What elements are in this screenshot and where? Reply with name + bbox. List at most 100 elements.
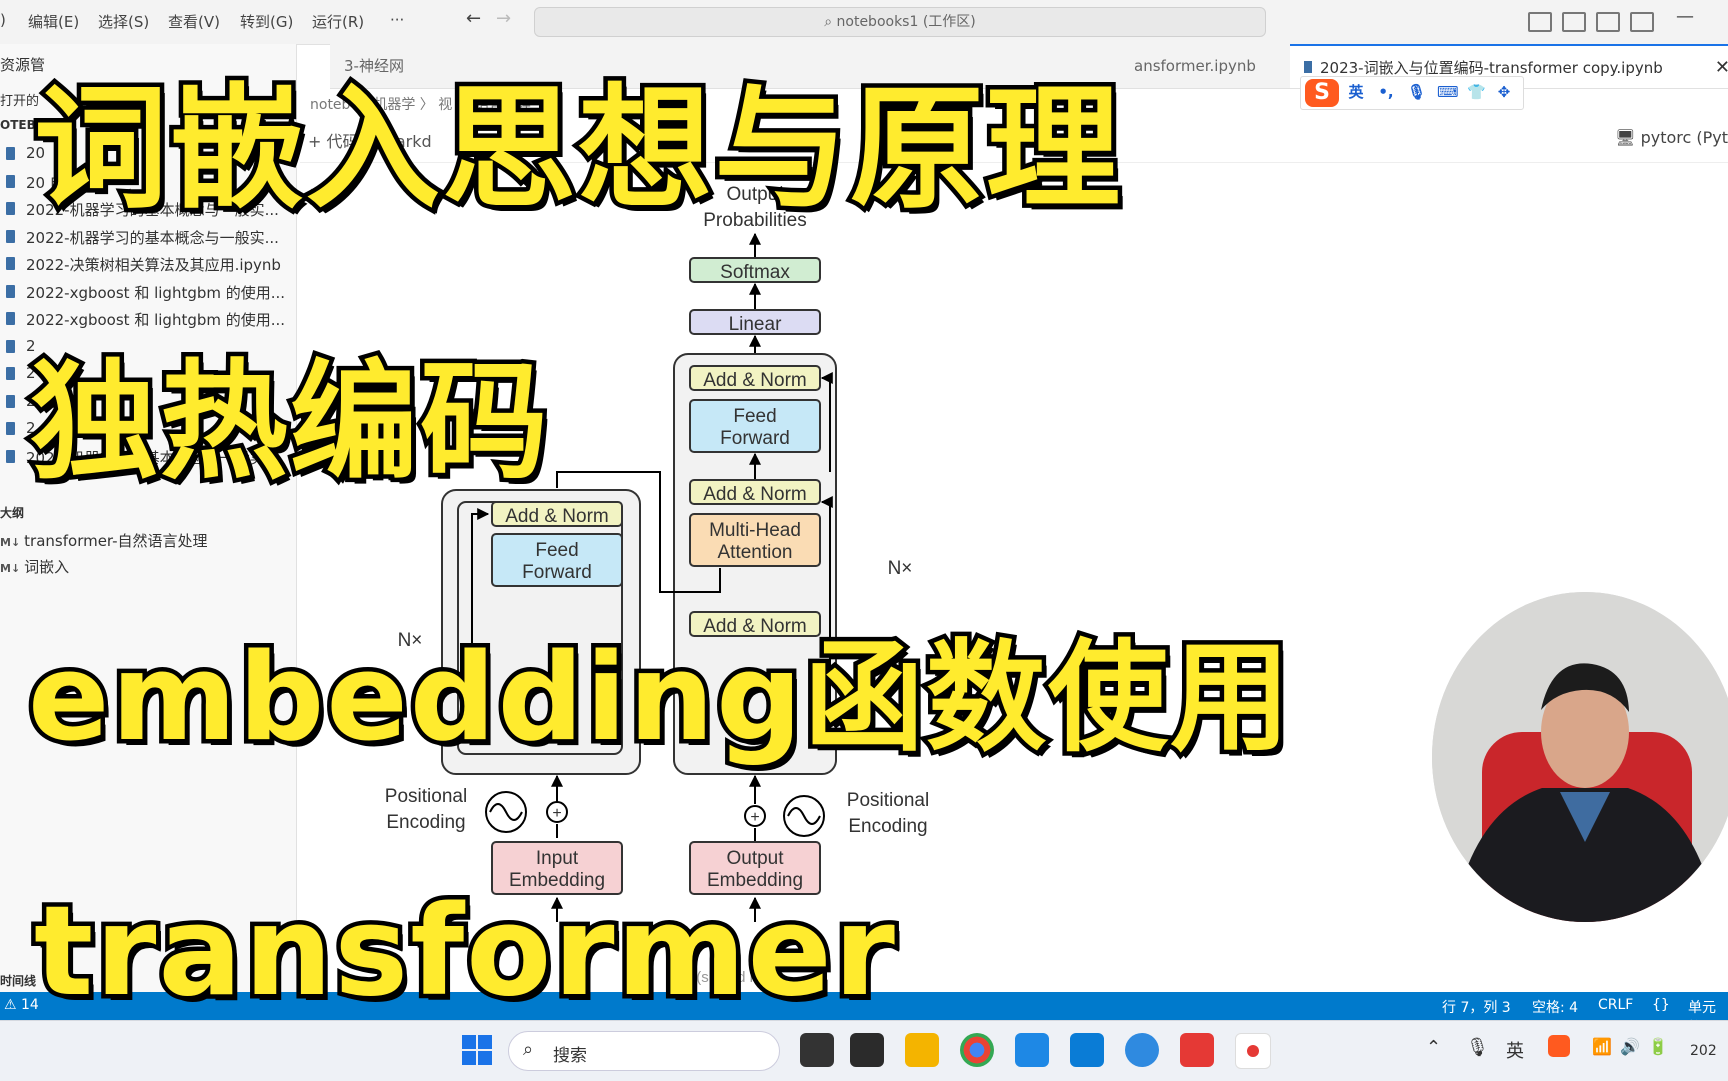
command-center-search[interactable]: ⌕ notebooks1 (工作区) xyxy=(534,7,1266,37)
markdown-icon: M↓ xyxy=(0,536,21,549)
notebook-list-item-label: 2 xyxy=(26,364,36,382)
tray-chevron-up-icon[interactable]: ⌃ xyxy=(1426,1037,1442,1058)
terminal-icon[interactable] xyxy=(850,1033,884,1067)
file-explorer-icon[interactable] xyxy=(905,1033,939,1067)
customize-layout-icon[interactable] xyxy=(1630,12,1654,32)
microphone-icon[interactable]: 🎙 xyxy=(1407,83,1427,101)
notebook-list-item[interactable]: 2 xyxy=(0,390,296,416)
notebooks-section-header[interactable]: OTEBO xyxy=(0,118,46,132)
problems-count[interactable]: ⚠ 14 xyxy=(4,997,39,1013)
mha-label-1: Multi-Head xyxy=(709,520,801,541)
windows-start-icon[interactable] xyxy=(460,1033,494,1067)
back-arrow-icon[interactable]: ← xyxy=(466,8,482,29)
tab-label: 2023-词嵌入与位置编码-transformer copy.ipynb xyxy=(1320,59,1663,77)
decoder-nx-label: N× xyxy=(888,558,913,579)
sogou-logo-icon[interactable]: S xyxy=(1305,79,1339,107)
toggle-sidebar-icon[interactable] xyxy=(1528,12,1552,32)
tray-microphone-icon[interactable]: 🎙 xyxy=(1466,1037,1489,1058)
tab-label: 3-神经网 xyxy=(344,57,404,75)
toggle-panel-icon[interactable] xyxy=(1562,12,1586,32)
feed-forward-label-2: Forward xyxy=(720,428,790,449)
menu-bar: ) 编辑(E) 选择(S) 查看(V) 转到(G) 运行(R) ··· ← → … xyxy=(0,0,1728,45)
explorer-header: 资源管 xyxy=(0,56,46,74)
toggle-secondary-sidebar-icon[interactable] xyxy=(1596,12,1620,32)
screen-recorder-icon[interactable] xyxy=(1235,1033,1271,1069)
input-embedding-label-2: Embedding xyxy=(509,870,605,891)
task-view-icon[interactable] xyxy=(800,1033,834,1067)
kernel-picker[interactable]: 🖥 pytorc (Pyt xyxy=(1615,128,1728,147)
breadcrumb[interactable]: noteb 〉 机器学 〉 视 〉 语言处理 xyxy=(310,97,532,113)
decoder-add-norm-bottom xyxy=(689,611,821,637)
add-norm-label: Add & Norm xyxy=(703,370,806,391)
notebook-icon xyxy=(6,284,15,298)
skin-shirt-icon[interactable]: 👕 xyxy=(1467,83,1486,101)
line-ending[interactable]: CRLF xyxy=(1598,997,1634,1013)
outline-item-word-embedding[interactable]: M↓词嵌入 xyxy=(0,558,70,576)
braces-icon[interactable]: {} xyxy=(1652,997,1670,1013)
notebook-list-item[interactable]: 2022-xgboost 和 lightgbm 的使用... xyxy=(0,280,296,306)
notebook-list-item[interactable]: 2022-xgboost 和 lightgbm 的使用... xyxy=(0,307,296,333)
feed-forward-label-2: Forward xyxy=(522,562,592,583)
forward-arrow-icon[interactable]: → xyxy=(496,8,512,29)
notebook-list-item[interactable]: 2022-决策树相关算法及其应用.ipynb xyxy=(0,252,296,278)
notebook-list-item[interactable]: 20 电商核 xyxy=(0,170,296,196)
taskbar-search-box[interactable]: ⌕ 搜索 xyxy=(508,1031,780,1071)
ime-toolbar[interactable]: S 英 •, 🎙 ⌨ 👕 ✥ xyxy=(1300,76,1524,110)
menu-run[interactable]: 运行(R) xyxy=(312,13,365,31)
cursor-position[interactable]: 行 7，列 3 xyxy=(1442,1000,1511,1016)
minimize-icon[interactable]: — xyxy=(1676,6,1694,27)
tray-volume-icon[interactable]: 🔊 xyxy=(1620,1037,1640,1056)
notebook-list-item[interactable]: 2 xyxy=(0,362,296,388)
add-cell-toolbar[interactable]: + 代码 + Markd xyxy=(308,132,432,151)
notebook-list-item[interactable]: 2022-机器学习的基本概念与一般实... xyxy=(0,197,296,223)
ime-lang-toggle[interactable]: 英 xyxy=(1348,83,1364,101)
keyboard-icon[interactable]: ⌨ xyxy=(1437,83,1459,101)
menu-selection[interactable]: 选择(S) xyxy=(98,13,150,31)
notebook-icon xyxy=(1304,61,1312,73)
explorer-sidebar: 资源管 打开的 OTEBO 20 20 电商核 2022-机器学习的基本概念与一般实… xyxy=(0,44,297,992)
decoder-add-norm-mid xyxy=(689,479,821,505)
feishu-icon[interactable] xyxy=(1015,1033,1049,1067)
timeline-header[interactable]: 时间线 xyxy=(0,974,37,988)
softmax-block xyxy=(689,257,821,283)
notebook-list-item[interactable]: 2 xyxy=(0,335,296,361)
notebook-icon xyxy=(6,174,15,188)
menu-file-partial[interactable]: ) xyxy=(0,11,6,29)
outline-header[interactable]: 大纲 xyxy=(0,506,25,520)
menu-more[interactable]: ··· xyxy=(390,11,405,29)
punctuation-icon[interactable]: •, xyxy=(1378,83,1394,101)
encoder-positional-encoding-1: Positional xyxy=(385,786,467,807)
toolbox-icon[interactable]: ✥ xyxy=(1497,83,1511,101)
menu-view[interactable]: 查看(V) xyxy=(168,13,220,31)
tray-wifi-icon[interactable]: 📶 xyxy=(1592,1037,1612,1056)
menu-edit[interactable]: 编辑(E) xyxy=(28,13,80,31)
shifted-right-label: (shifted right) xyxy=(696,969,784,986)
notebook-icon xyxy=(6,202,15,215)
open-editors-header[interactable]: 打开的 xyxy=(0,94,40,109)
wps-icon[interactable] xyxy=(1180,1033,1214,1067)
add-norm-label: Add & Norm xyxy=(703,484,806,505)
chrome-icon[interactable] xyxy=(960,1033,994,1067)
indentation[interactable]: 空格: 4 xyxy=(1532,1000,1579,1016)
notebook-list-item[interactable]: 2023-机器学习的基本概念与一般实... xyxy=(0,445,296,471)
menu-go[interactable]: 转到(G) xyxy=(240,13,294,31)
notebook-icon xyxy=(6,229,15,243)
outline-item-transformer[interactable]: M↓transformer-自然语言处理 xyxy=(0,532,208,550)
tab-neural-network[interactable]: 3-神经网 xyxy=(330,44,418,88)
notebook-list-item[interactable]: 20 xyxy=(0,142,296,168)
vscode-icon[interactable] xyxy=(1070,1033,1104,1067)
notebook-list-item[interactable]: 2 xyxy=(0,417,296,443)
tray-sogou-icon[interactable] xyxy=(1548,1035,1570,1057)
notebook-list-item[interactable]: 2022-机器学习的基本概念与一般实... xyxy=(0,225,296,251)
notebook-list-item-label: 2023-机器学习的基本概念与一般实... xyxy=(26,448,279,467)
notebook-icon xyxy=(6,312,15,325)
vscode-insiders-icon[interactable] xyxy=(1125,1033,1159,1067)
notebook-list-item-label: 20 电商核 xyxy=(26,173,95,192)
tab-transformer[interactable]: ansformer.ipynb xyxy=(1120,44,1270,88)
tray-clock[interactable]: 202 xyxy=(1690,1043,1717,1059)
close-icon[interactable]: ✕ xyxy=(1714,57,1728,78)
notebook-list-item-label: 2 xyxy=(26,391,36,410)
tray-battery-icon[interactable]: 🔋 xyxy=(1648,1037,1668,1056)
decoder-feed-forward xyxy=(689,399,821,453)
tray-ime-lang[interactable]: 英 xyxy=(1506,1041,1524,1062)
